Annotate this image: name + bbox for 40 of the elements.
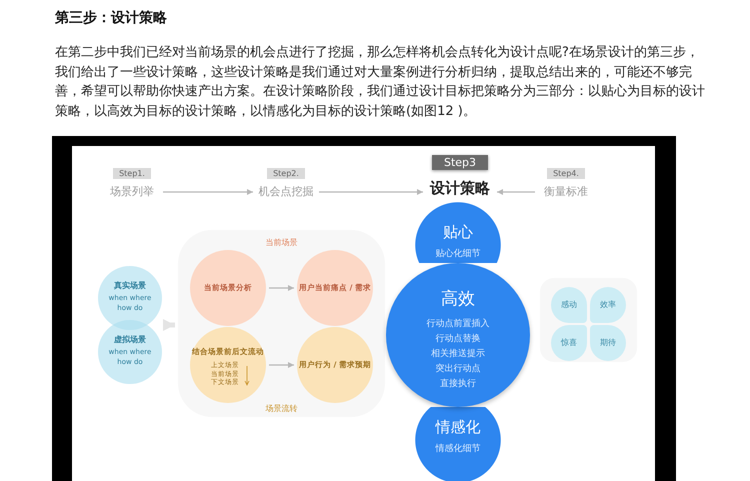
circle-title: 情感化 — [436, 417, 480, 437]
step-heading: 衡量标准 — [543, 185, 589, 199]
arrow — [269, 285, 294, 291]
list-item: 行动点前置插入 — [426, 318, 490, 331]
panel-title: 当前场景 — [264, 238, 298, 248]
circle-title: 真实场景 — [114, 281, 146, 291]
step-badge: Step3 — [432, 155, 488, 170]
leaf-shape — [590, 287, 626, 323]
heading: 第三步：设计策略 — [55, 9, 167, 27]
leaf-text: 感动 — [561, 300, 577, 310]
arrow — [319, 189, 423, 195]
arrow — [163, 189, 253, 195]
step-badge: Step4. — [547, 168, 585, 179]
circle-title: 贴心 — [443, 222, 473, 242]
circle-title: 虚拟场景 — [114, 335, 146, 345]
step-badge: Step1. — [113, 168, 151, 179]
arrow — [163, 319, 175, 331]
leaf-text: 惊喜 — [561, 338, 577, 348]
list-item: 突出行动点 — [436, 362, 480, 376]
step-heading: 机会点挖掘 — [258, 185, 314, 199]
paragraph: 在第二步中我们已经对当前场景的机会点进行了挖掘，那么怎样将机会点转化为设计点呢?在场景设计的第三步，我们给出了一些设计策略，这些设计策略是我们通过对大量案例进行分析归纳，提取总结出来的，可能还不够完善，希望可以帮助你快速产出方案。在设计策略阶段，我们通过设计目标把策略分为三部分：以贴心为目标的设计策略，以高效为目标的设计策略，以情感化为目标的设计策略(如图12 )。 — [55, 44, 706, 120]
arrow — [269, 362, 294, 368]
list-item: 行动点替换 — [436, 332, 480, 346]
circle-title: 高效 — [441, 289, 475, 309]
list-item: 直接执行 — [440, 378, 476, 391]
arrow — [497, 189, 535, 195]
step-badge: Step2. — [267, 168, 305, 179]
step-heading: 场景列举 — [109, 185, 155, 199]
scene-panel — [178, 230, 385, 417]
leaf-shape — [551, 287, 587, 323]
leaf-text: 效率 — [600, 300, 616, 310]
leaf-panel — [540, 278, 637, 362]
panel-label: 场景流转 — [264, 404, 298, 414]
circle-text: 情感化细节 — [436, 442, 480, 456]
list-item: 相关推送提示 — [431, 348, 485, 361]
step-heading: 设计策略 — [428, 179, 491, 197]
leaf-shape — [590, 325, 626, 361]
circle-text: 贴心化细节 — [436, 248, 480, 261]
leaf-shape — [551, 325, 587, 361]
leaf-text: 期待 — [600, 338, 616, 348]
